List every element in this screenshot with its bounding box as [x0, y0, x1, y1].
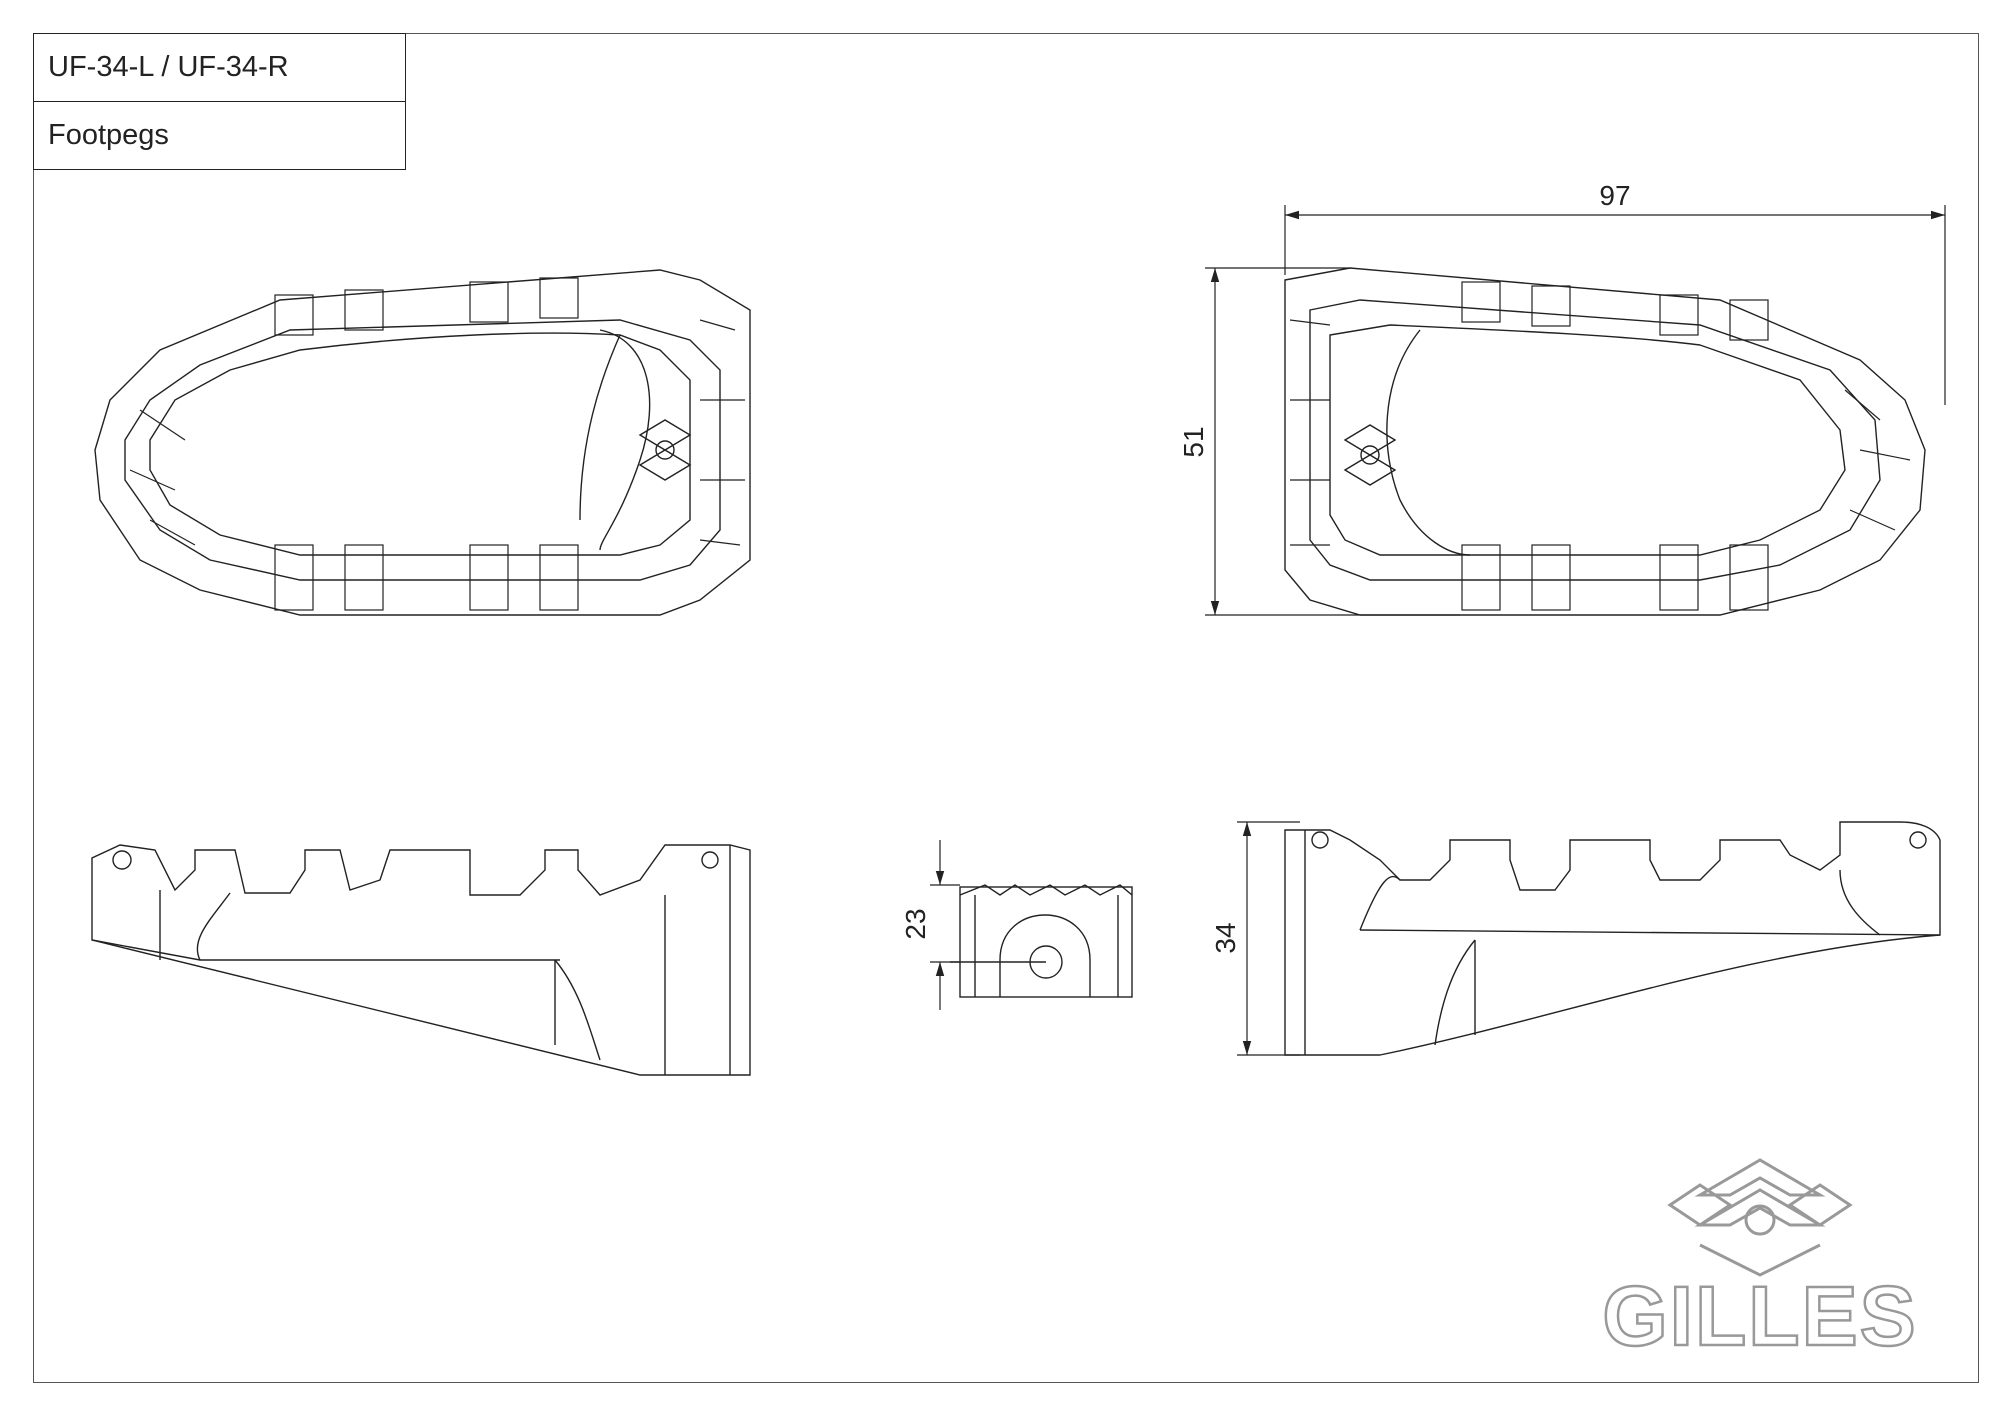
dimension-length: [1284, 205, 1946, 405]
dimension-center-height: [930, 840, 960, 1010]
dimension-total-height-label: 34: [1210, 922, 1241, 953]
engraved-logo-icon: [1343, 424, 1397, 486]
part-number: UF-34-L / UF-34-R: [48, 51, 289, 83]
dimension-total-height: [1237, 821, 1300, 1056]
dimension-width: [1205, 267, 1460, 616]
dimension-center-height-label: 23: [900, 908, 931, 939]
side-view-left: [91, 844, 751, 1076]
dimension-width-label: 51: [1178, 426, 1209, 457]
gilles-monogram-icon: [1667, 1158, 1853, 1277]
engraved-logo-icon: [638, 419, 692, 481]
side-view-right: [1284, 821, 1941, 1056]
title-block: UF-34-L / UF-34-R Footpegs: [33, 33, 406, 170]
sheet-frame: [33, 33, 1979, 1383]
part-description: Footpegs: [34, 101, 405, 168]
front-view: [950, 884, 1133, 998]
dimension-length-label: 97: [1599, 180, 1630, 211]
gilles-logo-text: GILLES: [1602, 1269, 1917, 1363]
top-view-left: [94, 269, 751, 616]
top-view-right: [1284, 267, 1926, 616]
